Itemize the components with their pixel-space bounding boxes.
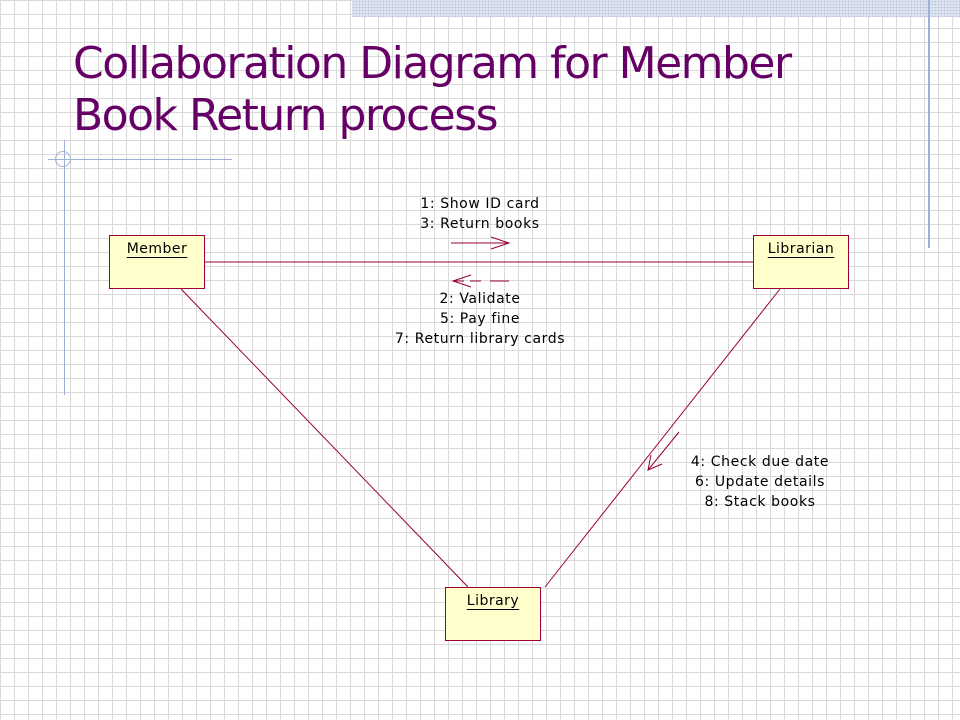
arrow-librarian-to-member <box>451 274 509 288</box>
decorative-crosshair-vertical <box>64 140 65 395</box>
object-librarian-label: Librarian <box>767 241 835 257</box>
message-validate: 2: Validate <box>439 291 521 307</box>
messages-member-to-librarian: 1: Show ID card 3: Return books <box>380 194 580 234</box>
message-return-library-cards: 7: Return library cards <box>394 331 566 347</box>
message-check-due-date: 4: Check due date <box>690 454 830 470</box>
link-librarian-library <box>544 288 781 588</box>
object-member: Member <box>109 235 205 289</box>
decorative-right-rule <box>928 0 930 248</box>
object-library-label: Library <box>466 593 520 609</box>
slide-title: Collaboration Diagram for Member Book Re… <box>73 38 853 142</box>
arrow-librarian-to-library <box>647 431 680 471</box>
object-librarian: Librarian <box>753 235 849 289</box>
message-return-books: 3: Return books <box>420 216 540 232</box>
arrow-member-to-librarian <box>451 236 511 250</box>
decorative-header-bar <box>352 0 960 17</box>
message-update-details: 6: Update details <box>694 474 826 490</box>
slide-title-line-2: Book Return process <box>73 90 499 141</box>
decorative-crosshair-horizontal <box>48 159 232 160</box>
message-stack-books: 8: Stack books <box>704 494 816 510</box>
message-pay-fine: 5: Pay fine <box>439 311 521 327</box>
decorative-crosshair-circle <box>55 151 71 167</box>
messages-librarian-to-member: 2: Validate 5: Pay fine 7: Return librar… <box>368 289 592 349</box>
message-show-id-card: 1: Show ID card <box>420 196 540 212</box>
object-member-label: Member <box>126 241 188 257</box>
link-member-library <box>180 288 469 588</box>
slide-title-line-1: Collaboration Diagram for Member <box>73 38 792 89</box>
messages-librarian-to-library: 4: Check due date 6: Update details 8: S… <box>660 452 860 512</box>
object-library: Library <box>445 587 541 641</box>
